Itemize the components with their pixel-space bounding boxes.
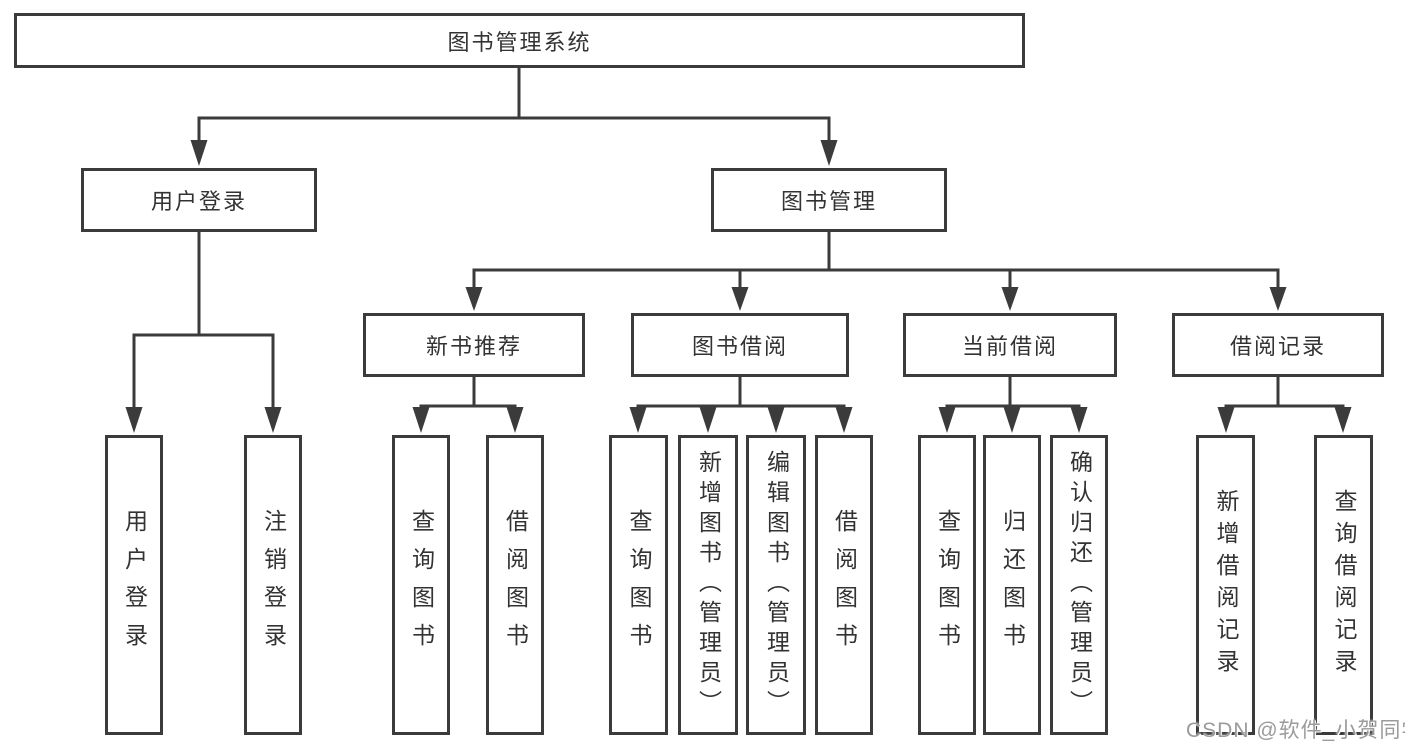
- node-root: 图书管理系统: [14, 13, 1025, 68]
- leaf-add-book-admin-label: 新增图书（管理员）: [695, 450, 722, 720]
- node-root-label: 图书管理系统: [447, 29, 592, 55]
- leaf-return-books-label: 归还图书: [999, 509, 1026, 661]
- node-borrow-records-label: 借阅记录: [1229, 334, 1326, 359]
- node-new-book-recommend: 新书推荐: [363, 313, 585, 377]
- node-book-management: 图书管理: [711, 168, 947, 232]
- leaf-borrow-books-recommend: 借阅图书: [486, 435, 544, 735]
- leaf-return-books: 归还图书: [983, 435, 1041, 735]
- connector-book-mgmt-children: [465, 232, 1287, 311]
- connector-book-borrow-children: [629, 377, 853, 433]
- leaf-confirm-return-admin-label: 确认归还（管理员）: [1066, 450, 1093, 720]
- leaf-query-books-current-label: 查询图书: [934, 509, 961, 661]
- node-book-borrow-label: 图书借阅: [691, 334, 788, 359]
- leaf-borrow-books-recommend-label: 借阅图书: [502, 509, 529, 661]
- node-new-book-recommend-label: 新书推荐: [425, 334, 522, 359]
- node-user-login: 用户登录: [81, 168, 317, 232]
- leaf-query-books-borrow-label: 查询图书: [626, 509, 652, 661]
- leaf-edit-book-admin: 编辑图书（管理员）: [746, 435, 806, 735]
- connector-root-to-level2: [190, 68, 838, 166]
- leaf-query-books-recommend: 查询图书: [392, 435, 450, 735]
- leaf-confirm-return-admin: 确认归还（管理员）: [1050, 435, 1108, 735]
- csdn-watermark: CSDN @软件_小贺同学: [1186, 719, 1405, 742]
- leaf-add-book-admin: 新增图书（管理员）: [678, 435, 738, 735]
- connector-records-children: [1217, 377, 1352, 433]
- leaf-borrow-books: 借阅图书: [815, 435, 873, 735]
- connector-user-login-children: [125, 232, 282, 433]
- leaf-user-login-label: 用户登录: [121, 509, 148, 661]
- leaf-query-borrow-record: 查询借阅记录: [1314, 435, 1373, 735]
- leaf-user-login: 用户登录: [105, 435, 163, 735]
- leaf-logout: 注销登录: [244, 435, 302, 735]
- node-book-management-label: 图书管理: [780, 189, 877, 214]
- leaf-edit-book-admin-label: 编辑图书（管理员）: [763, 450, 790, 720]
- leaf-query-books-borrow: 查询图书: [609, 435, 668, 735]
- node-borrow-records: 借阅记录: [1172, 313, 1384, 377]
- node-current-borrow-label: 当前借阅: [961, 334, 1058, 359]
- connector-current-borrow-children: [938, 377, 1088, 433]
- node-book-borrow: 图书借阅: [631, 313, 849, 377]
- leaf-query-books-recommend-label: 查询图书: [408, 509, 435, 661]
- leaf-query-borrow-record-label: 查询借阅记录: [1331, 489, 1357, 681]
- node-user-login-label: 用户登录: [150, 189, 247, 214]
- connector-new-books-children: [412, 377, 524, 433]
- leaf-add-borrow-record-label: 新增借阅记录: [1213, 489, 1239, 681]
- leaf-logout-label: 注销登录: [260, 509, 287, 661]
- leaf-query-books-current: 查询图书: [918, 435, 976, 735]
- leaf-borrow-books-label: 借阅图书: [831, 509, 858, 661]
- node-current-borrow: 当前借阅: [903, 313, 1117, 377]
- leaf-add-borrow-record: 新增借阅记录: [1196, 435, 1255, 735]
